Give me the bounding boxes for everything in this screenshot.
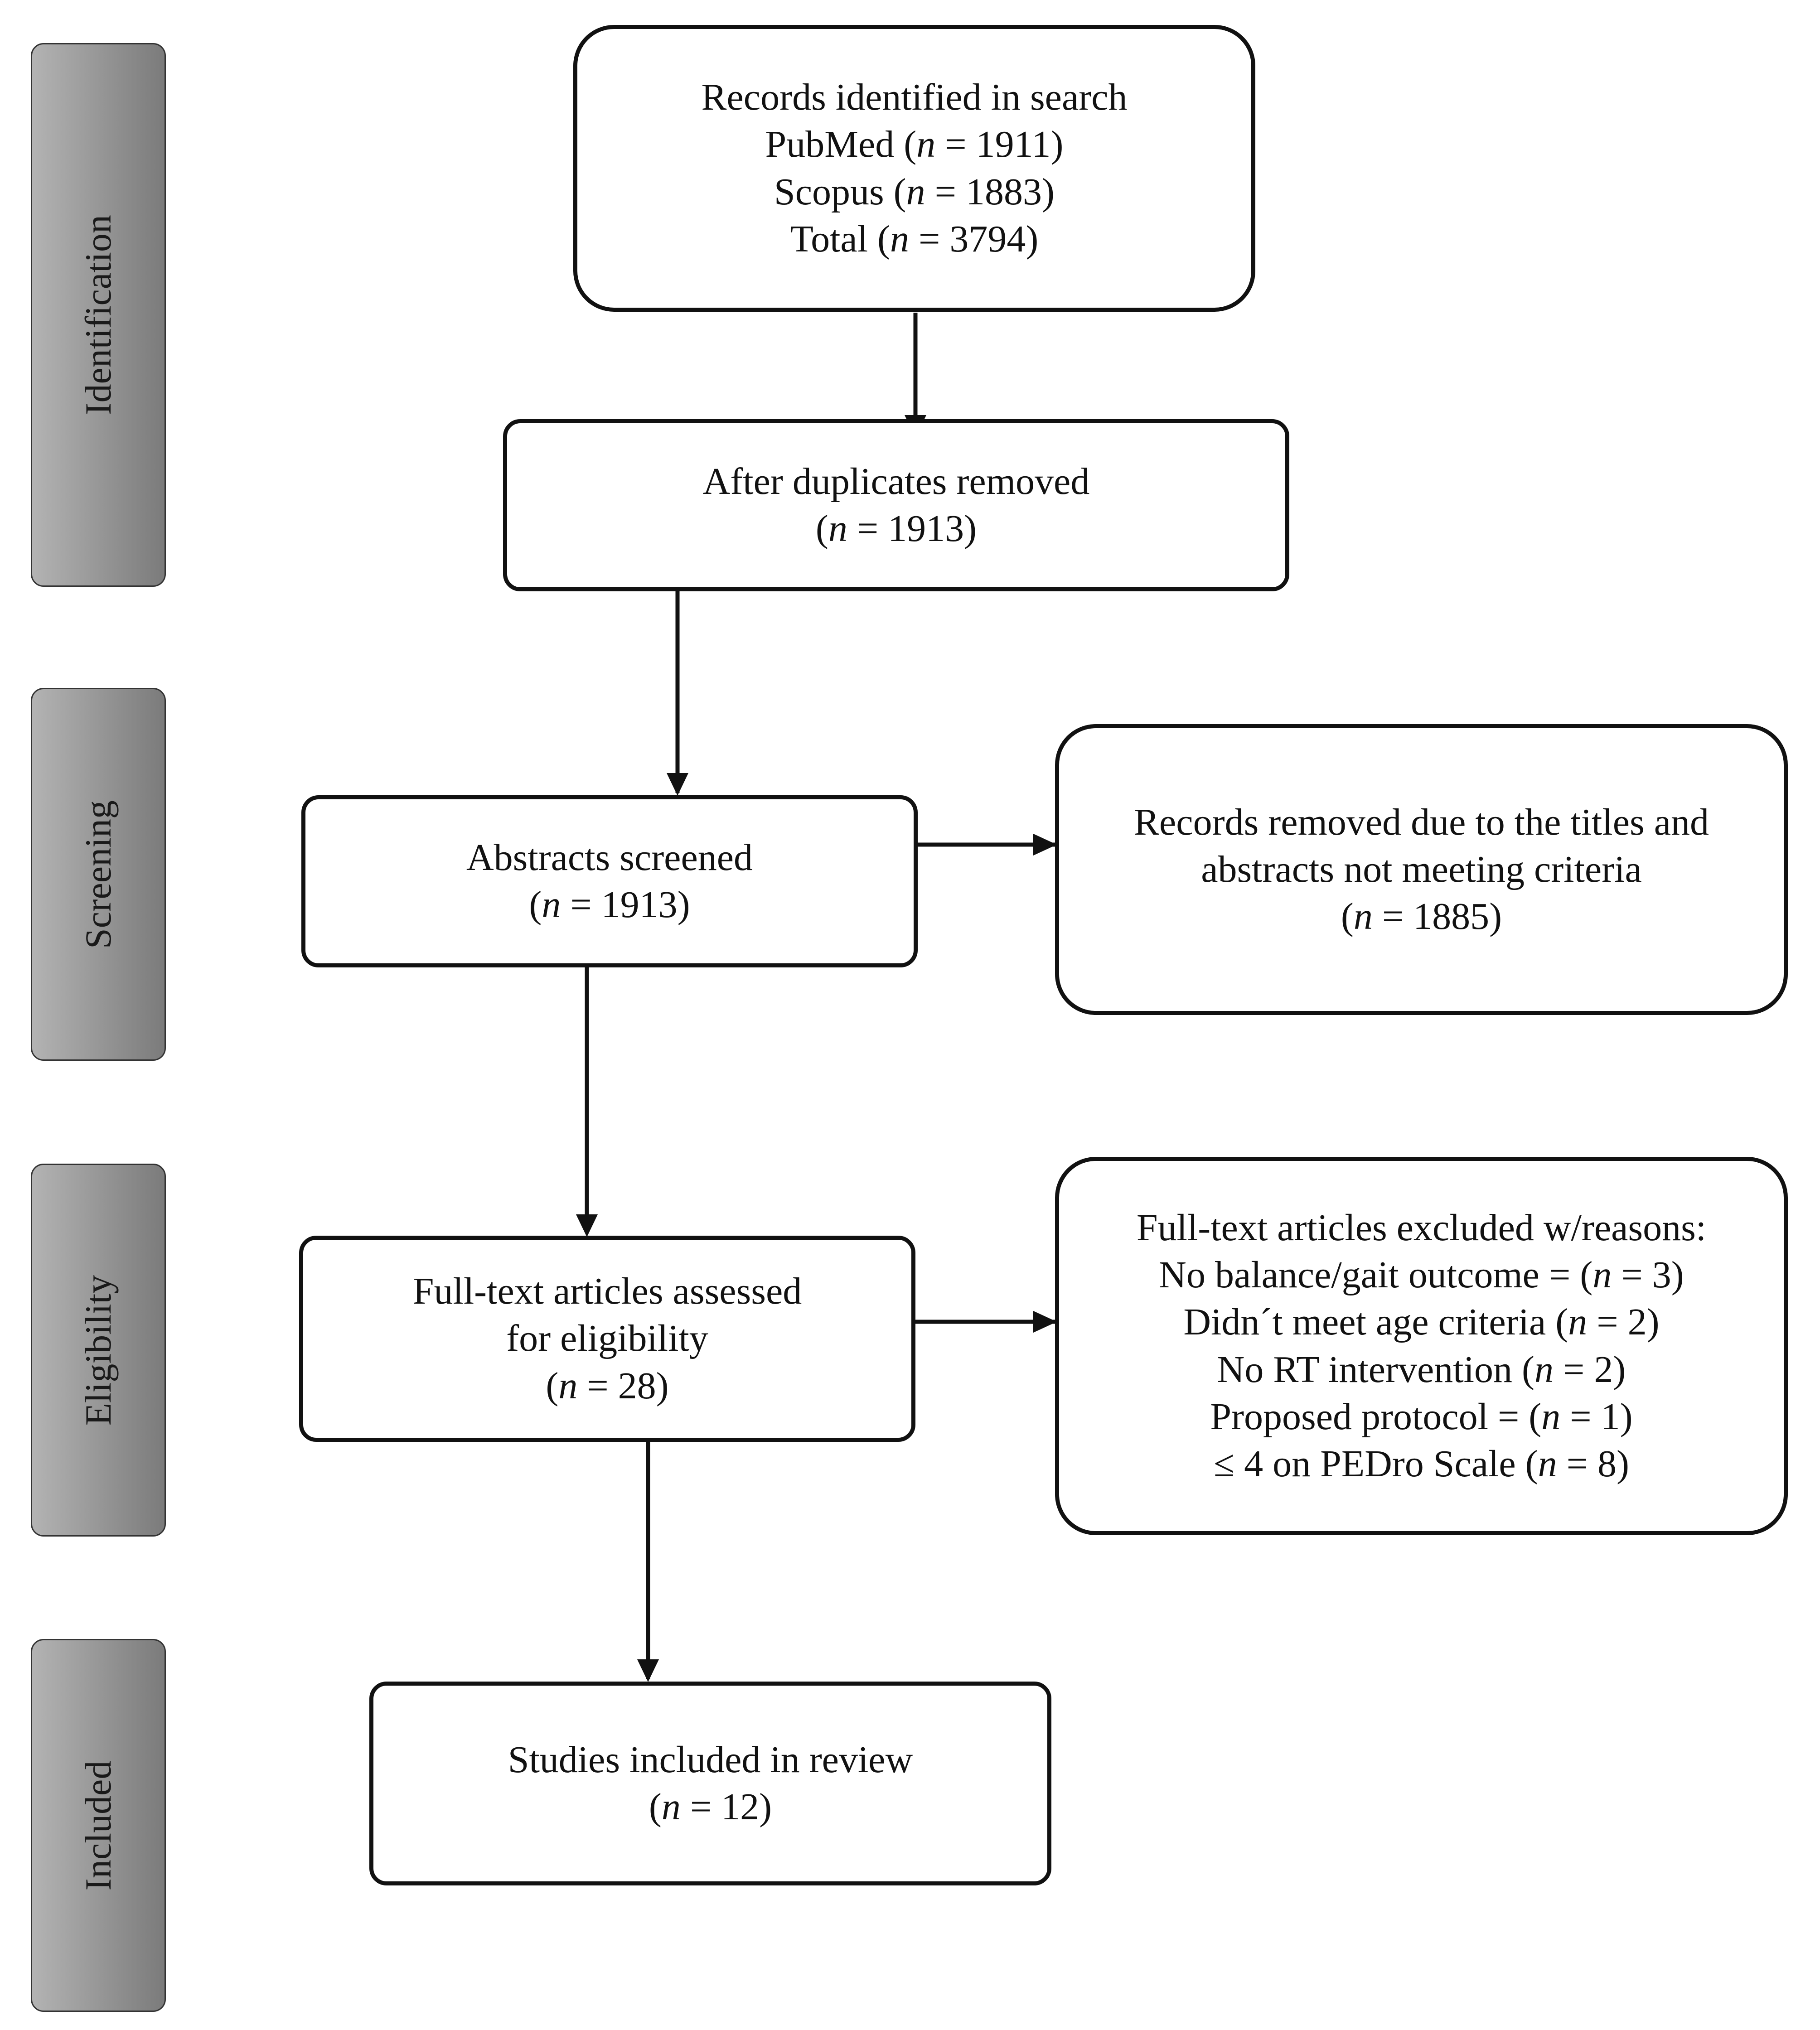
reason-age-n: n [1568, 1301, 1588, 1344]
records-scopus-suffix: = 1883) [925, 170, 1055, 213]
records-pubmed-n: n [916, 123, 936, 166]
excluded-reason-age: Didn´t meet age criteria (n = 2) [1183, 1299, 1659, 1346]
reason-protocol-prefix: Proposed protocol = ( [1210, 1395, 1542, 1438]
reason-balance-prefix: No balance/gait outcome = ( [1159, 1254, 1593, 1296]
full-text-excluded-box: Full-text articles excluded w/reasons: N… [1055, 1157, 1788, 1535]
excluded-reason-rt: No RT intervention (n = 2) [1217, 1346, 1626, 1393]
abstracts-screened-count: (n = 1913) [529, 881, 690, 928]
reason-protocol-suffix: = 1) [1560, 1395, 1633, 1438]
records-pubmed-suffix: = 1911) [935, 123, 1064, 166]
abstracts-n: n [542, 884, 561, 926]
duplicates-removed-title: After duplicates removed [702, 460, 1090, 503]
records-total-prefix: Total ( [790, 218, 891, 260]
full-text-assessed-count: (n = 28) [546, 1363, 668, 1410]
records-removed-prefix: ( [1341, 895, 1354, 938]
reason-pedro-suffix: = 8) [1557, 1442, 1629, 1485]
records-removed-n: n [1353, 895, 1373, 938]
full-text-assessed-n: n [558, 1364, 578, 1407]
full-text-assessed-suffix: = 28) [577, 1364, 669, 1407]
arrowhead-fulltext-to-excluded [1033, 1311, 1057, 1333]
records-scopus-prefix: Scopus ( [774, 170, 906, 213]
reason-rt-prefix: No RT intervention ( [1217, 1348, 1534, 1391]
reason-rt-n: n [1534, 1348, 1554, 1391]
arrowhead-fulltext-to-included [637, 1659, 659, 1682]
excluded-reason-protocol: Proposed protocol = (n = 1) [1210, 1393, 1632, 1440]
records-pubmed-prefix: PubMed ( [765, 123, 917, 166]
stage-included: Included [31, 1639, 166, 2012]
studies-included-prefix: ( [649, 1786, 662, 1828]
records-total-count: Total (n = 3794) [790, 216, 1039, 263]
stage-screening: Screening [31, 688, 166, 1061]
arrowhead-abstracts-to-removed [1033, 834, 1057, 856]
excluded-reason-pedro: ≤ 4 on PEDro Scale (n = 8) [1214, 1440, 1629, 1488]
studies-included-count: (n = 12) [649, 1784, 772, 1831]
duplicates-removed-box: After duplicates removed (n = 1913) [503, 419, 1289, 591]
reason-rt-suffix: = 2) [1553, 1348, 1626, 1391]
stage-screening-label: Screening [77, 800, 119, 949]
studies-included-title: Studies included in review [508, 1738, 913, 1781]
records-pubmed-count: PubMed (n = 1911) [765, 121, 1064, 168]
excluded-reason-balance-gait: No balance/gait outcome = (n = 3) [1159, 1252, 1684, 1299]
stage-included-label: Included [77, 1760, 119, 1890]
records-scopus-count: Scopus (n = 1883) [774, 169, 1055, 216]
records-identified-title: Records identified in search [701, 76, 1128, 119]
stage-eligibility-label: Eligibility [77, 1275, 119, 1426]
stage-eligibility: Eligibility [31, 1164, 166, 1537]
records-removed-box: Records removed due to the titles and ab… [1055, 724, 1788, 1015]
reason-balance-suffix: = 3) [1612, 1254, 1684, 1296]
records-identified-box: Records identified in search PubMed (n =… [573, 25, 1255, 312]
full-text-assessed-line1: Full-text articles assessed [412, 1270, 802, 1313]
records-removed-line1: Records removed due to the titles and [1134, 801, 1709, 843]
arrowhead-duplicates-to-abstracts [667, 773, 688, 796]
abstracts-screened-box: Abstracts screened (n = 1913) [301, 795, 918, 967]
records-scopus-n: n [906, 170, 925, 213]
full-text-assessed-prefix: ( [546, 1364, 559, 1407]
duplicates-removed-count: (n = 1913) [816, 505, 977, 552]
abstracts-screened-title: Abstracts screened [466, 836, 753, 879]
duplicates-prefix: ( [815, 508, 828, 550]
reason-pedro-n: n [1538, 1442, 1557, 1485]
records-removed-line2: abstracts not meeting criteria [1201, 848, 1642, 890]
studies-included-n: n [661, 1786, 681, 1828]
duplicates-suffix: = 1913) [847, 508, 977, 550]
abstracts-suffix: = 1913) [561, 884, 690, 926]
records-removed-count: (n = 1885) [1341, 893, 1502, 940]
duplicates-n: n [828, 508, 847, 550]
records-total-n: n [890, 218, 910, 260]
full-text-assessed-box: Full-text articles assessed for eligibil… [299, 1236, 915, 1442]
studies-included-suffix: = 12) [680, 1786, 772, 1828]
stage-identification-label: Identification [77, 215, 119, 415]
reason-protocol-n: n [1541, 1395, 1561, 1438]
records-total-suffix: = 3794) [909, 218, 1039, 260]
abstracts-prefix: ( [529, 884, 542, 926]
reason-age-prefix: Didn´t meet age criteria ( [1183, 1301, 1568, 1344]
reason-balance-n: n [1592, 1254, 1612, 1296]
stage-identification: Identification [31, 43, 166, 587]
full-text-assessed-line2: for eligibility [506, 1317, 708, 1360]
studies-included-box: Studies included in review (n = 12) [369, 1682, 1051, 1885]
reason-pedro-prefix: ≤ 4 on PEDro Scale ( [1214, 1442, 1538, 1485]
reason-age-suffix: = 2) [1587, 1301, 1660, 1344]
full-text-excluded-title: Full-text articles excluded w/reasons: [1136, 1207, 1707, 1249]
arrowhead-abstracts-to-fulltext [576, 1214, 598, 1237]
records-removed-suffix: = 1885) [1372, 895, 1502, 938]
